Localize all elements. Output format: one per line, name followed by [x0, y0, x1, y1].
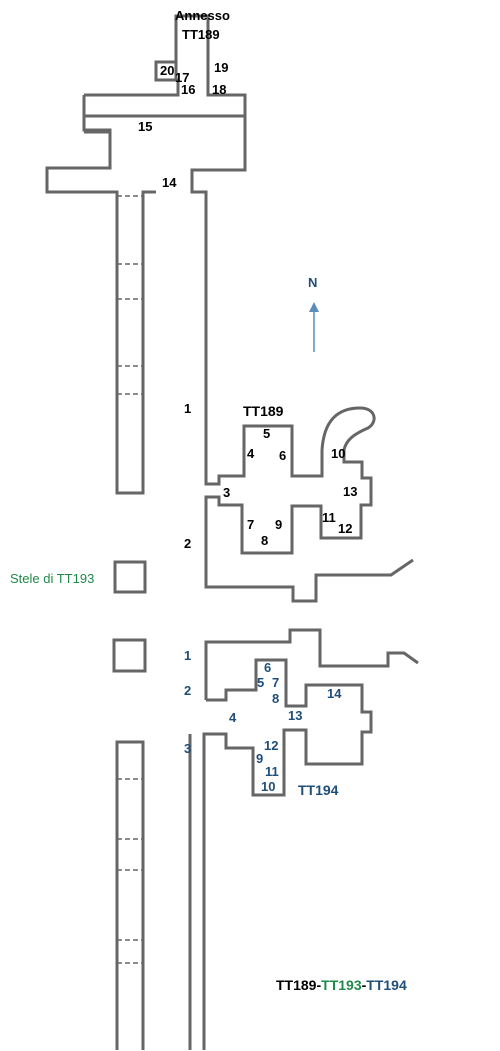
- tt194-label-14: 14: [327, 686, 342, 701]
- lower-corridor-steps: [117, 778, 143, 964]
- annex-subtitle: TT189: [182, 27, 220, 42]
- annex-branch: [84, 130, 112, 168]
- legend-sep1: -: [316, 977, 321, 993]
- tt194-label-1: 1: [184, 648, 191, 663]
- north-arrow-icon: [309, 302, 319, 352]
- tt194-label-9: 9: [256, 751, 263, 766]
- label-11: 11: [322, 510, 336, 525]
- tt193-stele-label: Stele di TT193: [10, 571, 94, 586]
- tt189-title: TT189: [243, 403, 284, 419]
- tt193-pillar-upper: [113, 560, 147, 594]
- legend-tt189: TT189: [276, 977, 317, 993]
- annex-left-chamber: [82, 95, 112, 132]
- tt194-label-13: 13: [288, 708, 302, 723]
- label-16: 16: [181, 82, 195, 97]
- tt189-curved-corridor: [320, 406, 376, 451]
- tt194-label-2: 2: [184, 683, 191, 698]
- label-17: 17: [175, 70, 189, 85]
- upper-corridor-steps: [117, 195, 143, 395]
- tt194-label-11: 11: [265, 764, 279, 779]
- tt194-label-7: 7: [272, 675, 279, 690]
- lower-corridor: [115, 740, 145, 1050]
- label-19: 19: [214, 60, 228, 75]
- legend-sep2: -: [362, 977, 367, 993]
- tt194-label-6: 6: [264, 660, 271, 675]
- label-7: 7: [247, 517, 254, 532]
- label-15: 15: [138, 119, 152, 134]
- tt194-label-3: 3: [184, 741, 191, 756]
- annex-walls: [45, 95, 247, 495]
- tt194-label-5: 5: [257, 675, 264, 690]
- legend: TT189-TT193-TT194: [276, 977, 407, 993]
- annex-niche: [154, 60, 178, 82]
- north-label: N: [308, 275, 317, 290]
- label-2: 2: [184, 536, 191, 551]
- tt194-label-10: 10: [261, 779, 275, 794]
- label-14: 14: [162, 175, 177, 190]
- label-1: 1: [184, 401, 191, 416]
- tt194-label-8: 8: [272, 691, 279, 706]
- tt189-walls: [204, 424, 414, 603]
- label-5: 5: [263, 426, 270, 441]
- legend-tt194: TT194: [366, 977, 407, 993]
- label-12: 12: [338, 521, 352, 536]
- tt194-label-4: 4: [229, 710, 237, 725]
- label-20: 20: [160, 63, 174, 78]
- legend-tt193: TT193: [321, 977, 362, 993]
- tt194-walls: [202, 628, 419, 1050]
- label-4: 4: [247, 446, 255, 461]
- tt194-title: TT194: [298, 782, 339, 798]
- label-3: 3: [223, 485, 230, 500]
- tt194-label-12: 12: [264, 738, 278, 753]
- label-6: 6: [279, 448, 286, 463]
- tt193-pillar-lower: [112, 638, 147, 673]
- label-8: 8: [261, 533, 268, 548]
- label-10: 10: [331, 446, 345, 461]
- annex-upper-chamber: [84, 14, 247, 116]
- label-9: 9: [275, 517, 282, 532]
- label-18: 18: [212, 82, 226, 97]
- annex-title: Annesso: [175, 8, 230, 23]
- label-13: 13: [343, 484, 357, 499]
